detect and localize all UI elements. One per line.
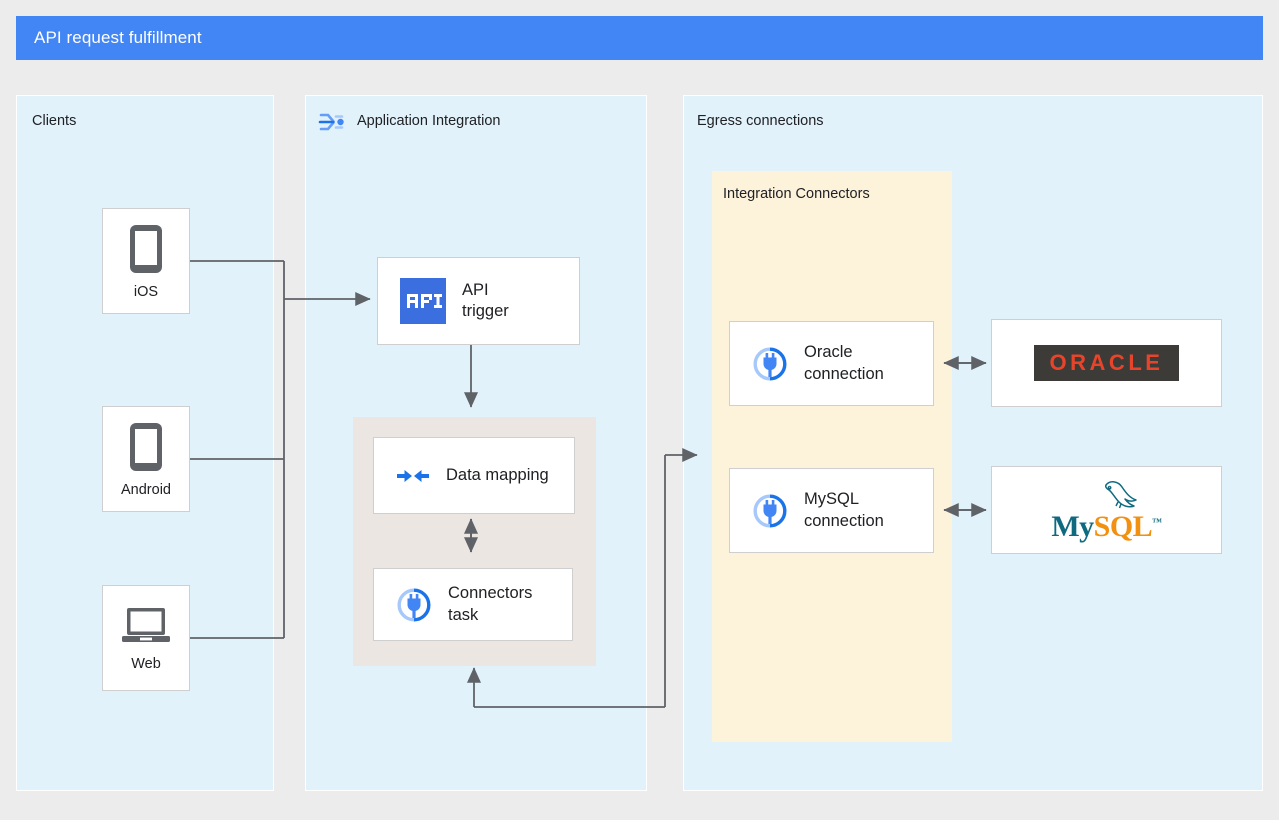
oracle-logo-text: ORACLE	[1049, 350, 1164, 375]
connector-plug-icon	[753, 347, 787, 380]
subpanel-integration-connectors-label: Integration Connectors	[723, 186, 870, 202]
client-label-ios: iOS	[133, 284, 159, 300]
backend-mysql: MySQL™	[991, 466, 1222, 554]
panel-application-integration-label: Application Integration	[357, 113, 501, 129]
mysql-logo-part1: My	[1051, 510, 1094, 543]
node-api-trigger[interactable]: API trigger	[377, 257, 580, 345]
phone-icon	[130, 423, 162, 471]
client-card-android[interactable]: Android	[102, 406, 190, 512]
node-connectors-task-label: Connectors task	[448, 584, 533, 624]
panel-clients-label: Clients	[32, 113, 77, 129]
node-oracle-connection[interactable]: Oracle connection	[729, 321, 934, 406]
application-integration-icon	[318, 113, 344, 131]
mysql-logo-text: MySQL™	[1051, 510, 1162, 543]
panel-egress-connections-label: Egress connections	[697, 113, 824, 129]
subpanel-integration-connectors	[712, 171, 952, 742]
mysql-logo: MySQL™	[1050, 478, 1164, 542]
laptop-icon	[122, 608, 170, 642]
page-title: API request fulfillment	[34, 28, 202, 47]
node-connectors-task[interactable]: Connectors task	[373, 568, 573, 641]
phone-icon	[130, 225, 162, 273]
node-data-mapping[interactable]: Data mapping	[373, 437, 575, 514]
node-mysql-connection[interactable]: MySQL connection	[729, 468, 934, 553]
node-api-trigger-label: API trigger	[462, 280, 509, 320]
connector-plug-icon	[753, 494, 787, 527]
api-icon	[400, 278, 446, 324]
client-card-web[interactable]: Web	[102, 585, 190, 691]
mysql-logo-tm: ™	[1152, 517, 1162, 528]
data-mapping-icon	[397, 469, 429, 482]
node-oracle-connection-label: Oracle connection	[804, 343, 884, 383]
client-card-ios[interactable]: iOS	[102, 208, 190, 314]
node-mysql-connection-label: MySQL connection	[804, 490, 884, 530]
backend-oracle: ORACLE	[991, 319, 1222, 407]
client-label-web: Web	[131, 656, 161, 672]
node-data-mapping-label: Data mapping	[446, 465, 549, 484]
client-label-android: Android	[121, 482, 171, 498]
diagram-title-bar: API request fulfillment	[16, 16, 1263, 60]
connector-plug-icon	[397, 588, 431, 621]
mysql-logo-part2: SQL	[1093, 510, 1153, 543]
mysql-dolphin-icon	[1104, 481, 1137, 509]
oracle-logo: ORACLE	[1033, 345, 1180, 381]
